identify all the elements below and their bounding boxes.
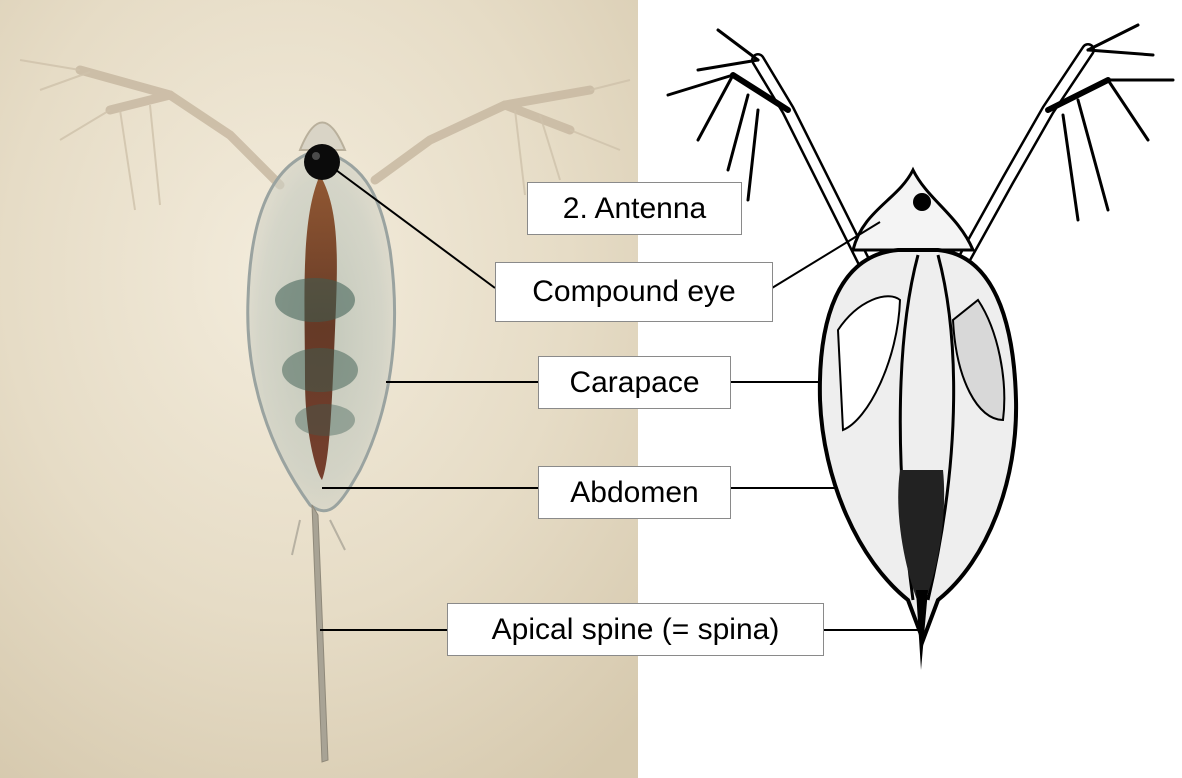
label-abdomen: Abdomen — [538, 466, 731, 519]
label-apical-spine: Apical spine (= spina) — [447, 603, 824, 656]
label-antenna: 2. Antenna — [527, 182, 742, 235]
label-compound-eye: Compound eye — [495, 262, 773, 322]
label-carapace: Carapace — [538, 356, 731, 409]
